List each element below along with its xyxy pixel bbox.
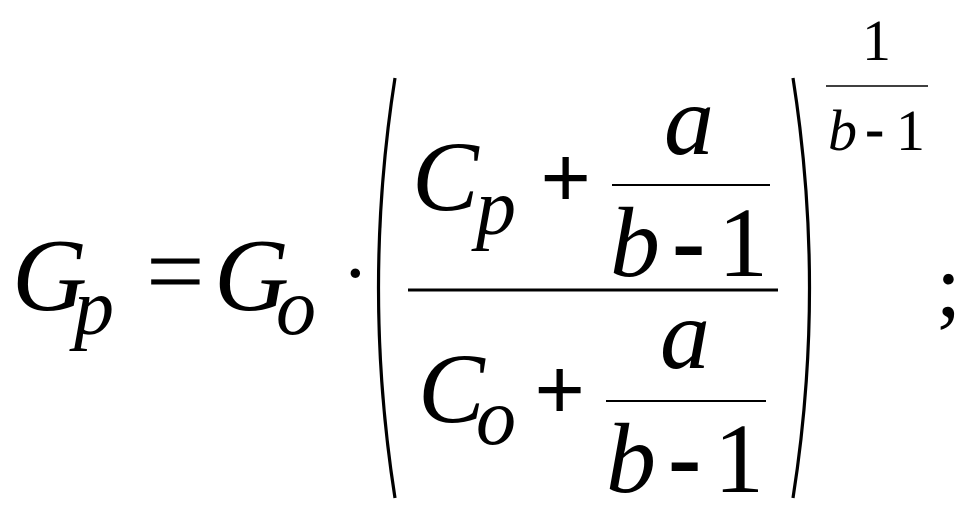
denominator-frac-bottom-minus: - xyxy=(668,401,701,512)
denominator-frac-top: a xyxy=(660,279,710,390)
exponent-bottom-minus: - xyxy=(865,96,884,161)
left-parenthesis xyxy=(376,77,397,499)
equals-sign: = xyxy=(146,214,205,329)
lhs-subscript: p xyxy=(69,264,114,352)
denominator-frac-bottom-const: 1 xyxy=(714,403,764,514)
exponent-bottom-const: 1 xyxy=(896,98,925,163)
terminator-semicolon: ; xyxy=(936,237,961,336)
factor-subscript: o xyxy=(276,264,316,352)
numerator-plus: + xyxy=(540,129,591,228)
numerator-frac-top: a xyxy=(664,65,714,176)
denominator-frac-bottom-var: b xyxy=(606,403,656,514)
numerator-subscript: p xyxy=(471,164,516,252)
exponent-bottom-var: b xyxy=(828,98,857,163)
factor-symbol: G xyxy=(214,218,289,333)
denominator-symbol: C xyxy=(418,333,486,444)
lhs-symbol: G xyxy=(12,218,87,333)
multiplication-dot: · xyxy=(342,230,369,318)
numerator-frac-bottom-var: b xyxy=(610,187,660,298)
exponent-top: 1 xyxy=(862,8,891,73)
numerator-frac-bottom-minus: - xyxy=(672,185,705,296)
denominator-plus: + xyxy=(534,341,585,440)
denominator-subscript: o xyxy=(476,374,516,462)
right-parenthesis xyxy=(791,77,812,499)
numerator-symbol: C xyxy=(412,121,480,232)
numerator-frac-bottom-const: 1 xyxy=(718,187,768,298)
